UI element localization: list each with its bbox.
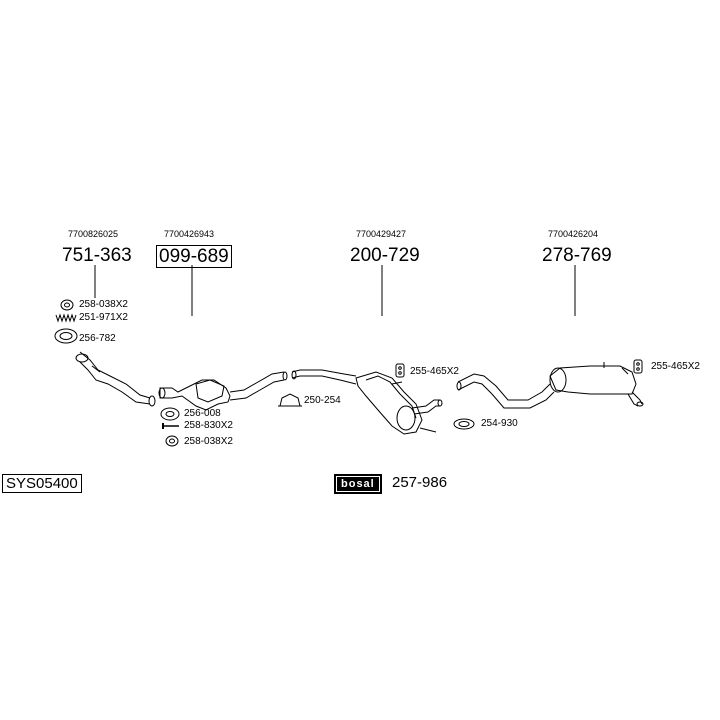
clamp-icon-250-254 bbox=[278, 393, 302, 407]
gasket-icon bbox=[54, 328, 78, 344]
oem-number-2: 7700426943 bbox=[164, 229, 215, 239]
rubber-hanger-icon-1 bbox=[395, 363, 405, 378]
middle-silencer-drawing bbox=[291, 369, 443, 435]
accessory-label-7[interactable]: 250-254 bbox=[304, 395, 341, 406]
accessory-label-6[interactable]: 258-038X2 bbox=[184, 436, 233, 447]
accessory-label-10[interactable]: 255-465X2 bbox=[651, 361, 700, 372]
accessory-label-1[interactable]: 258-038X2 bbox=[79, 299, 128, 310]
accessory-label-2[interactable]: 251-971X2 bbox=[79, 312, 128, 323]
oem-number-3: 7700429427 bbox=[356, 229, 407, 239]
part-number-3[interactable]: 200-729 bbox=[350, 245, 420, 266]
accessory-label-8[interactable]: 255-465X2 bbox=[410, 366, 459, 377]
bosal-logo: bosal bbox=[334, 474, 382, 494]
part-number-2[interactable]: 099-689 bbox=[156, 245, 232, 268]
part-number-4[interactable]: 278-769 bbox=[542, 245, 612, 266]
accessory-label-5[interactable]: 258-830X2 bbox=[184, 420, 233, 431]
part-number-1[interactable]: 751-363 bbox=[62, 245, 132, 266]
gasket-icon-256-008 bbox=[160, 407, 180, 421]
rubber-hanger-icon-2 bbox=[633, 359, 643, 374]
catalytic-converter-drawing bbox=[158, 371, 288, 411]
bolt-icon bbox=[162, 423, 179, 429]
nut-icon bbox=[60, 299, 74, 311]
brand-part-number[interactable]: 257-986 bbox=[392, 474, 448, 491]
accessory-label-4[interactable]: 256-008 bbox=[184, 408, 221, 419]
oem-number-4: 7700426204 bbox=[548, 229, 599, 239]
clamp-icon-254-930 bbox=[453, 418, 475, 430]
accessory-label-9[interactable]: 254-930 bbox=[481, 418, 518, 429]
rear-silencer-drawing bbox=[456, 362, 644, 409]
spring-icon bbox=[55, 313, 77, 323]
system-code: SYS05400 bbox=[2, 474, 82, 493]
accessory-label-3[interactable]: 256-782 bbox=[79, 333, 116, 344]
oem-number-1: 7700826025 bbox=[68, 229, 119, 239]
front-pipe-drawing bbox=[75, 351, 156, 407]
nut-icon-258-038 bbox=[165, 435, 179, 447]
